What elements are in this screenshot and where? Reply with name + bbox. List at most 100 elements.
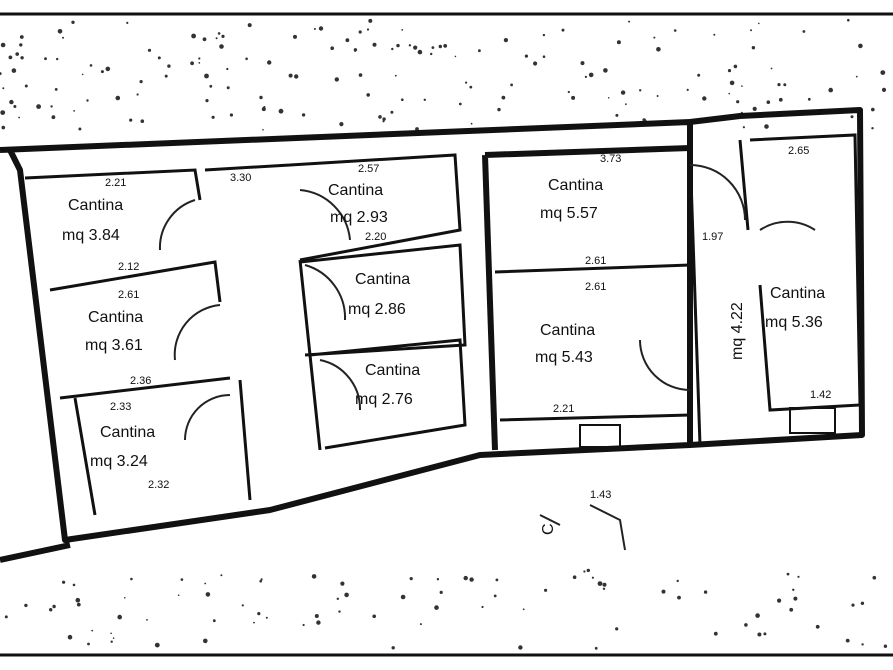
dimension: 2.61 (118, 289, 139, 301)
speck (358, 30, 362, 34)
speck (583, 570, 586, 573)
speck (481, 605, 484, 609)
speck (497, 107, 501, 112)
speck (777, 83, 781, 87)
speck (409, 577, 413, 581)
speck (673, 29, 677, 32)
speck (713, 33, 716, 36)
speck (344, 592, 349, 598)
speck (470, 122, 473, 125)
speck (204, 73, 209, 79)
speck (366, 93, 371, 97)
speck (136, 93, 139, 96)
speck (56, 57, 59, 61)
speck (615, 627, 619, 631)
speck (642, 118, 646, 122)
speck (872, 575, 877, 580)
speck (177, 594, 180, 596)
speck (792, 588, 795, 591)
speck (9, 99, 14, 105)
speck (62, 36, 64, 39)
speck (257, 612, 261, 616)
speck (733, 64, 738, 69)
speck (757, 632, 762, 637)
room-name: Cantina (68, 197, 123, 214)
room-name: Cantina (328, 182, 383, 199)
speck (52, 604, 56, 609)
room-area: mq 3.24 (90, 453, 148, 470)
speck (391, 47, 394, 51)
room-name: Cantina (540, 322, 595, 339)
speck (91, 629, 94, 632)
speck (522, 608, 525, 611)
speck (439, 590, 443, 595)
speck (401, 98, 404, 101)
speck (871, 107, 875, 112)
speck (493, 594, 497, 598)
speck (661, 589, 666, 594)
speck (495, 578, 499, 582)
speck (198, 57, 201, 60)
speck (202, 37, 207, 42)
speck (588, 72, 594, 78)
right-rooms-walls (494, 133, 862, 446)
speck (190, 61, 195, 66)
speck (845, 638, 850, 643)
speck (702, 96, 707, 101)
speck (89, 64, 93, 67)
speck (396, 43, 400, 48)
speck (828, 87, 833, 93)
speck (294, 74, 299, 79)
speck (741, 85, 743, 87)
speck (847, 18, 850, 22)
speck (789, 607, 794, 612)
speck (625, 103, 627, 106)
dimension: 1.43 (590, 489, 611, 501)
dimension: 2.36 (130, 375, 151, 387)
speck (0, 42, 6, 48)
speck (330, 46, 335, 50)
speck (50, 105, 53, 108)
speck (382, 117, 386, 121)
speck (86, 99, 89, 102)
speck (510, 83, 513, 87)
speck (203, 638, 208, 644)
speck (815, 624, 820, 629)
fixture-box (789, 407, 836, 434)
speck (334, 77, 339, 82)
speck (807, 97, 811, 101)
speck (191, 33, 197, 39)
section-mark: C (540, 523, 557, 535)
speck (752, 106, 757, 111)
speck (220, 574, 223, 577)
speck (241, 604, 244, 607)
speck (126, 21, 129, 24)
speck (115, 95, 121, 101)
speck (777, 598, 782, 603)
speck (542, 33, 546, 37)
speck (253, 621, 255, 624)
speck (81, 73, 84, 76)
speck (265, 616, 268, 619)
speck (881, 87, 887, 92)
speck (744, 623, 748, 627)
corridor-area: mq 4.22 (729, 302, 746, 360)
terrain-texture (0, 18, 888, 650)
speck (443, 44, 448, 48)
speck (478, 49, 481, 53)
speck (1, 125, 6, 130)
speck (751, 46, 756, 50)
speck (423, 98, 426, 102)
speck (602, 582, 607, 587)
speck (87, 642, 90, 646)
speck (301, 113, 306, 117)
dimension: 1.42 (810, 389, 831, 401)
speck (572, 575, 577, 579)
speck (763, 632, 767, 636)
speck (221, 34, 225, 39)
speck (503, 38, 508, 43)
speck (71, 20, 75, 24)
speck (345, 38, 350, 43)
speck (212, 619, 216, 623)
speck (778, 97, 783, 102)
